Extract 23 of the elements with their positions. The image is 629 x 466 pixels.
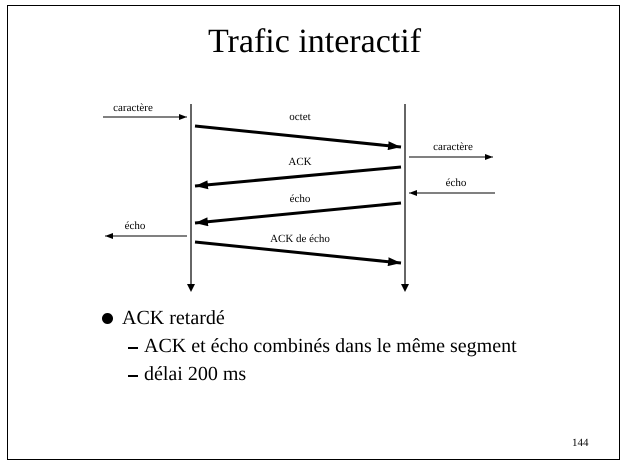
edge-label: ACK de écho <box>270 233 330 246</box>
lifeline <box>187 104 195 292</box>
arrow <box>102 114 188 120</box>
list-item: ACK retardé <box>122 306 225 331</box>
arrow <box>194 124 402 150</box>
arrow <box>194 240 402 266</box>
edge-label: caractère <box>113 102 153 115</box>
edge-label: écho <box>290 193 310 206</box>
edge-label: octet <box>289 111 311 124</box>
page-number: 144 <box>572 436 588 450</box>
edge-label: écho <box>446 177 466 190</box>
slide-title: Trafic interactif <box>206 22 422 62</box>
arrow <box>408 190 496 196</box>
list-item: ACK et écho combinés dans le même segment <box>144 334 517 359</box>
edge-label: écho <box>124 220 146 233</box>
lifeline <box>401 104 409 292</box>
arrow <box>194 166 402 190</box>
list-item: délai 200 ms <box>144 362 246 387</box>
edge-label: caractère <box>433 141 473 154</box>
edge-label: ACK <box>288 156 312 169</box>
arrow <box>408 154 494 160</box>
arrow <box>194 202 402 226</box>
arrow <box>104 233 188 239</box>
